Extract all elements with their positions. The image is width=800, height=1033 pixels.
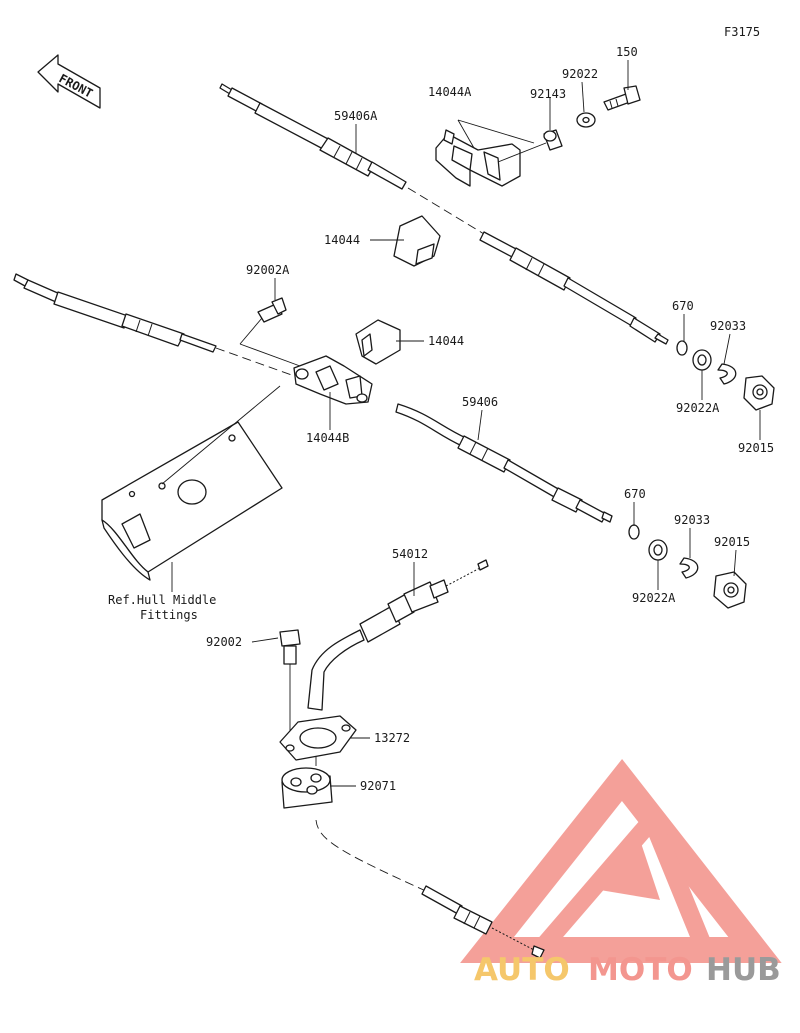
front-arrow-icon: FRONT bbox=[37, 54, 101, 109]
label-92015-lower: 92015 bbox=[714, 535, 750, 549]
bracket-14044B bbox=[293, 355, 373, 405]
label-92071: 92071 bbox=[360, 779, 396, 793]
o-ring-670-upper bbox=[676, 340, 688, 356]
plate-13272 bbox=[279, 715, 357, 761]
clip-92033-upper bbox=[717, 363, 737, 385]
clip-92033-lower bbox=[679, 557, 699, 579]
label-92033-lower: 92033 bbox=[674, 513, 710, 527]
nut-92015-lower bbox=[713, 571, 747, 609]
bracket-14044A bbox=[435, 119, 547, 187]
label-92022A-lower: 92022A bbox=[632, 591, 676, 605]
label-14044B: 14044B bbox=[306, 431, 349, 445]
label-670-lower: 670 bbox=[624, 487, 646, 501]
washer-92022A-lower bbox=[648, 539, 668, 561]
cable-59406A bbox=[219, 83, 669, 345]
label-92002A: 92002A bbox=[246, 263, 290, 277]
label-59406A: 59406A bbox=[334, 109, 378, 123]
label-92033-upper: 92033 bbox=[710, 319, 746, 333]
label-14044A: 14044A bbox=[428, 85, 472, 99]
bolt-92002 bbox=[279, 629, 301, 740]
label-92022: 92022 bbox=[562, 67, 598, 81]
spacer-92143 bbox=[543, 129, 563, 151]
watermark-logo bbox=[460, 758, 782, 963]
bolt-92002A bbox=[239, 297, 301, 367]
label-92022A-upper: 92022A bbox=[676, 401, 720, 415]
o-ring-670-lower bbox=[628, 524, 640, 540]
label-54012: 54012 bbox=[392, 547, 428, 561]
watermark-text: AUTO MOTO HUB bbox=[474, 952, 781, 988]
ref-note-line1: Ref.Hull Middle bbox=[108, 593, 216, 607]
hull-panel-ref bbox=[101, 385, 283, 592]
leader-lines bbox=[251, 60, 761, 787]
cable-54012 bbox=[307, 559, 489, 711]
label-150: 150 bbox=[616, 45, 638, 59]
label-92002: 92002 bbox=[206, 635, 242, 649]
cable-left bbox=[13, 273, 301, 379]
watermark-hub: HUB bbox=[706, 952, 781, 988]
label-92015-upper: 92015 bbox=[738, 441, 774, 455]
watermark-auto: AUTO bbox=[474, 952, 570, 988]
figure-code: F3175 bbox=[724, 25, 760, 39]
cable-59406 bbox=[395, 403, 613, 523]
nut-92015-upper bbox=[743, 375, 775, 411]
watermark-moto: MOTO bbox=[588, 952, 693, 988]
clamp-14044-mid bbox=[355, 319, 401, 365]
label-14044-top: 14044 bbox=[324, 233, 360, 247]
bolt-150 bbox=[603, 85, 641, 111]
part-labels: F3175 150 92022 92143 14044A 59406A 1404… bbox=[108, 25, 774, 793]
grommet-92071 bbox=[281, 756, 333, 809]
label-14044-mid: 14044 bbox=[428, 334, 464, 348]
label-92143: 92143 bbox=[530, 87, 566, 101]
washer-92022 bbox=[576, 112, 596, 128]
cable-lower-end bbox=[315, 819, 545, 959]
washer-92022A-upper bbox=[692, 349, 712, 371]
label-59406: 59406 bbox=[462, 395, 498, 409]
ref-note-line2: Fittings bbox=[140, 608, 198, 622]
clamp-14044-top bbox=[393, 215, 441, 267]
label-670-upper: 670 bbox=[672, 299, 694, 313]
label-13272: 13272 bbox=[374, 731, 410, 745]
